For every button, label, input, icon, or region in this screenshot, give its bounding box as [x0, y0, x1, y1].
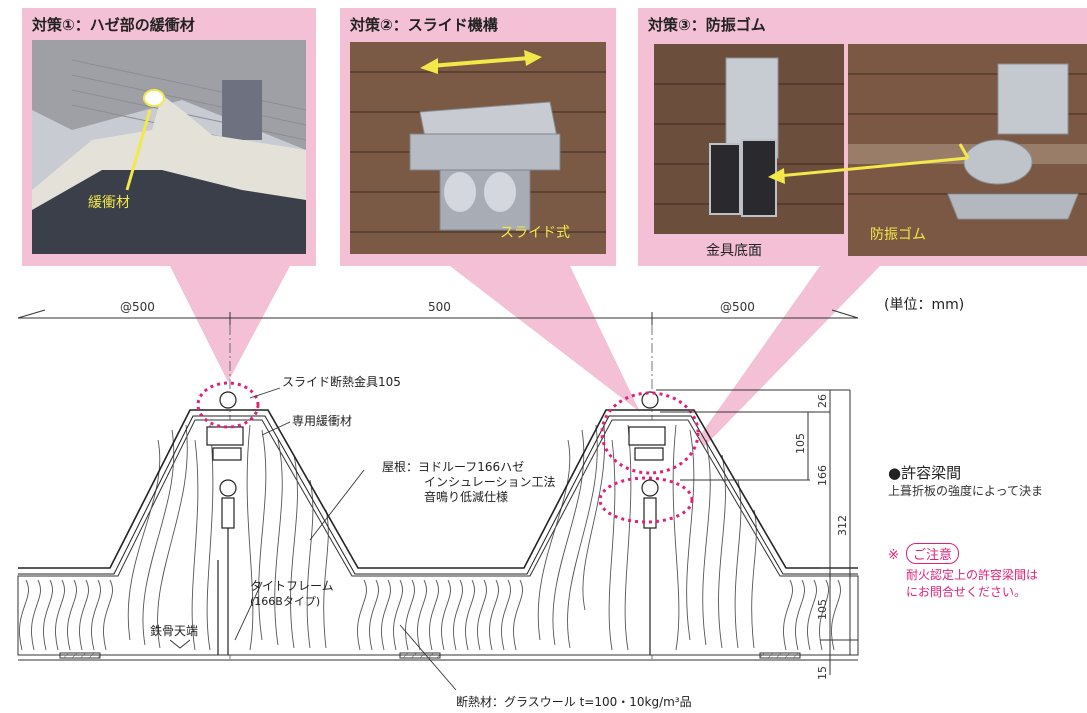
insulation-layer [17, 419, 859, 656]
photo-label: 防振ゴム [870, 227, 926, 243]
dim-105a: 105 [794, 433, 807, 454]
caution-line1: 耐火認定上の許容梁間は [906, 568, 1039, 582]
highlight-rubber-right [598, 476, 694, 524]
callout-slide-fitting: スライド断熱金具105 [282, 374, 401, 389]
caution-line2: にお問合せください。 [906, 585, 1027, 599]
dim-spacing-left: @500 [120, 300, 155, 314]
photo-label: 緩衝材 [88, 195, 130, 211]
dim-15: 15 [816, 666, 829, 680]
dim-312: 312 [836, 515, 849, 536]
callout-frame-1: タイトフレーム [250, 579, 334, 593]
callout-frame-2: (166Bタイプ) [250, 595, 320, 608]
caution-badge: ご注意 [906, 543, 960, 564]
top-dimension-line [17, 309, 859, 325]
base-lines [18, 652, 858, 661]
fitting-right [628, 391, 666, 655]
panel-title: 対策①：ハゼ部の緩衝材 [32, 16, 195, 34]
highlight-cushion-left [196, 381, 260, 429]
panel-slide: 対策②：スライド機構 スライド式 [340, 8, 616, 266]
callout-roof-2: インシュレーション工法 [424, 475, 556, 489]
dim-spacing-mid: 500 [428, 300, 451, 314]
fitting-left [206, 391, 244, 655]
panel-title: 対策②：スライド機構 [350, 16, 498, 34]
highlight-slide-right [600, 391, 700, 475]
panel-rubber: 対策③：防振ゴム 防振ゴム [638, 8, 1087, 266]
sub-label: 金具底面 [706, 243, 762, 259]
dim-spacing-right: @500 [720, 300, 755, 314]
callout-cushion: 専用緩衝材 [292, 414, 352, 428]
unit-label: (単位：mm) [884, 297, 965, 313]
panel-cushion: 対策①：ハゼ部の緩衝材 緩衝材 [22, 8, 316, 266]
photo-rubber-bottom [654, 44, 844, 234]
caution-block: ※ ご注意 [888, 543, 960, 564]
dim-105b: 105 [816, 599, 829, 620]
photo-label: スライド式 [500, 225, 570, 241]
callout-roof-3: 音鳴り低減仕様 [424, 489, 508, 504]
caution-mark: ※ [888, 548, 899, 563]
span-heading: ●許容梁間 [888, 464, 962, 482]
photo-cushion: 緩衝材 [32, 40, 306, 254]
span-text: 上葺折板の強度によって決ま [888, 484, 1044, 498]
rubber-arrows [768, 143, 970, 184]
photo-slide: スライド式 [350, 42, 606, 254]
connector-2 [450, 266, 640, 412]
panel-title: 対策③：防振ゴム [648, 16, 766, 34]
photo-rubber-side: 防振ゴム [848, 44, 1087, 256]
side-dimensions [656, 389, 858, 675]
roof-profile [18, 409, 858, 575]
leader-lines [169, 387, 457, 691]
dim-26: 26 [816, 394, 829, 408]
callout-roof-1: 屋根：ヨドルーフ166ハゼ [382, 460, 524, 474]
callout-steel-top: 鉄骨天端 [150, 623, 198, 638]
dim-166: 166 [816, 465, 829, 486]
connector-3 [660, 266, 880, 492]
callout-insulation: 断熱材：グラスウール t=100・10kg/m³品 [456, 694, 692, 709]
